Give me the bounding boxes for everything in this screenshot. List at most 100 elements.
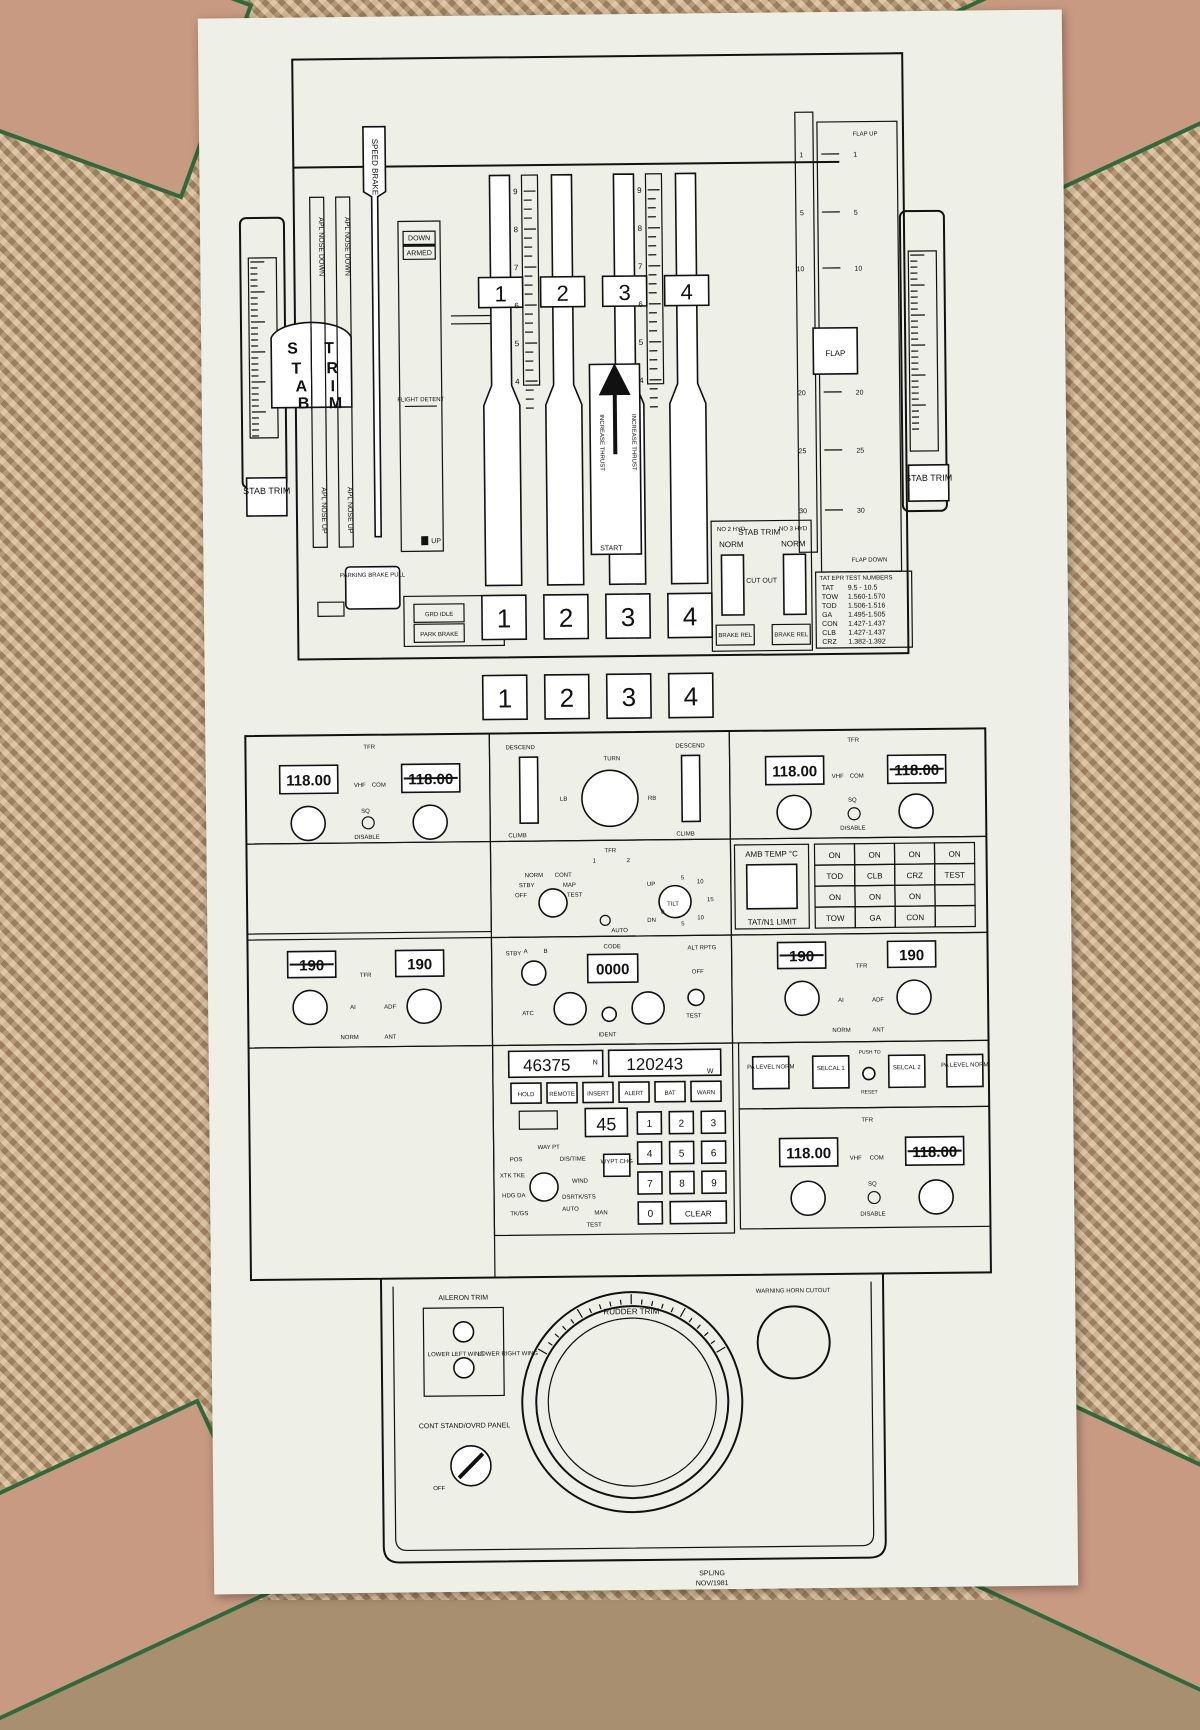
pa-level-button-right[interactable] [947, 1054, 983, 1086]
wypt-chg-label: WYPT CHG [601, 1159, 634, 1165]
tat-row-value: 9.5 - 10.5 [848, 584, 878, 591]
radar-gain-knob[interactable] [600, 915, 610, 925]
rudder-trim[interactable]: RUDDER TRIM [521, 1291, 743, 1513]
stab-trim-indicator-right: STAB TRIM [900, 211, 953, 512]
ins-keypad-label: 9 [711, 1178, 717, 1189]
flap-mark: 20 [798, 390, 806, 397]
ins-selector-label: XTK TKE [500, 1173, 525, 1179]
flap-down-label: FLAP DOWN [852, 557, 888, 563]
latitude-display: 46375 [523, 1056, 570, 1075]
increase-thrust-label: INCREASE THRUST [630, 414, 637, 471]
amb-temp-selector[interactable] [747, 864, 797, 909]
squelch-switch[interactable] [848, 808, 860, 820]
thrust-lever-2[interactable]: 222 [539, 175, 589, 719]
ins-data-selector[interactable] [530, 1173, 558, 1201]
amb-grid-cell[interactable]: ON [909, 892, 921, 901]
vhf-tuning-knob-right[interactable] [413, 805, 447, 839]
squelch-switch[interactable] [362, 817, 374, 829]
adf-knob-right[interactable] [407, 989, 441, 1023]
ident-button[interactable] [602, 1007, 616, 1021]
vhf-tuning-knob-left[interactable] [291, 806, 325, 840]
amb-grid-cell[interactable]: ON [869, 850, 881, 859]
com-label: COM [372, 783, 386, 789]
lever-number: 4 [684, 681, 699, 711]
amb-grid-cell[interactable]: CLB [867, 871, 883, 880]
parking-brake-label[interactable]: PARKING BRAKE PULL [340, 572, 406, 579]
selcal-panel: PA LEVEL NORM SELCAL 1 PUSH TO RESET SEL… [739, 1040, 990, 1109]
pa-level-button-left[interactable] [753, 1056, 789, 1088]
adf-knob-left[interactable] [785, 981, 819, 1015]
ins-key-label: HOLD [518, 1092, 535, 1098]
speed-brake-lever[interactable]: SPEED BRAKE [363, 127, 389, 537]
lever-number: 1 [497, 603, 512, 633]
ins-selector-label: WIND [572, 1179, 589, 1185]
amb-grid-cell[interactable]: TEST [945, 871, 966, 880]
thrust-lever-1[interactable]: 111 [477, 175, 527, 719]
tat-row-label: GA [822, 612, 833, 619]
adf-knob-left[interactable] [293, 990, 327, 1024]
atc-transponder-panel: CODE 0000 STBY A B ALT RPTG OFF IDENT AT… [491, 935, 732, 1046]
adf-right: 190 190 TFR AI NORM ADF ANT [731, 932, 988, 1043]
flap-mark: 25 [799, 448, 807, 455]
climb-label: CLIMB [508, 833, 526, 839]
amb-grid-cell[interactable]: CON [906, 913, 924, 922]
no3-hyd-switch[interactable] [783, 554, 806, 614]
vhf-tuning-knob-left[interactable] [777, 795, 811, 829]
atc-code-knob-right[interactable] [632, 992, 664, 1024]
aft-pedestal: AILERON TRIM LOWER LEFT WING LOWER RIGHT… [381, 1273, 886, 1590]
stby-label: STBY [519, 883, 535, 889]
amb-grid-cell[interactable]: ON [869, 892, 881, 901]
tfr-label: TFR [856, 964, 868, 970]
scale-number: 9 [513, 187, 518, 196]
pitch-wheel-right[interactable] [682, 755, 701, 821]
no2-hyd-switch[interactable] [721, 555, 744, 615]
lower-left-wing-label: LOWER LEFT WING [428, 1352, 485, 1359]
latitude-hemisphere: N [593, 1059, 598, 1066]
turn-knob[interactable] [582, 770, 639, 827]
speedbrake-armed-label: ARMED [407, 250, 432, 257]
stab-trim-wheel-letter: S [287, 341, 298, 358]
test-button[interactable] [688, 989, 704, 1005]
vhf-tuning-knob-left[interactable] [791, 1181, 825, 1215]
amb-grid-cell[interactable]: TOD [826, 872, 843, 881]
adf-knob-right[interactable] [897, 980, 931, 1014]
park-brake-label: PARK BRAKE [420, 632, 458, 638]
cont-label: CONT [555, 873, 572, 879]
radar-mode-selector[interactable] [539, 889, 567, 917]
amb-grid-cell[interactable]: ON [949, 850, 961, 859]
squelch-switch[interactable] [868, 1191, 880, 1203]
ins-keypad-label: 5 [679, 1149, 685, 1160]
ins-keypad-label: 1 [647, 1119, 653, 1130]
amb-grid-cell[interactable]: GA [869, 913, 881, 922]
ant-label: ANT [384, 1035, 396, 1041]
vhf-tuning-knob-right[interactable] [919, 1180, 953, 1214]
vhf-tuning-knob-right[interactable] [899, 794, 933, 828]
tfr-label: TFR [861, 1118, 873, 1124]
lb-label: LB [560, 797, 567, 803]
tat-row-label: TOD [822, 603, 837, 610]
flap-up-label: FLAP UP [853, 131, 878, 137]
ins-keypad-label: 7 [647, 1179, 653, 1190]
flap-mark: 10 [797, 266, 805, 273]
aileron-trim-switch-upper[interactable] [453, 1322, 473, 1342]
amb-grid-cell[interactable]: ON [829, 851, 841, 860]
dn-label: DN [647, 918, 656, 924]
amb-grid-cell[interactable]: CRZ [907, 871, 924, 880]
amb-grid-cell[interactable]: TOW [826, 914, 845, 923]
tat-row-value: 1.506-1.516 [848, 602, 886, 609]
ins-selector-label: MAN [594, 1210, 607, 1216]
aileron-trim-switch-lower[interactable] [454, 1358, 474, 1378]
thrust-lever-4[interactable]: 444 [663, 173, 713, 717]
tilt-scale-number: 10 [697, 879, 704, 885]
atc-code-knob-left[interactable] [554, 993, 586, 1025]
selcal-reset-button[interactable] [863, 1068, 875, 1080]
amb-grid-cell[interactable]: ON [909, 850, 921, 859]
amb-grid-cell[interactable]: ON [829, 893, 841, 902]
pitch-wheel-left[interactable] [520, 757, 539, 823]
from-to-switch[interactable] [519, 1111, 557, 1129]
warning-horn-cutout-button[interactable] [757, 1306, 830, 1379]
autopilot-turn-panel: DESCEND DESCEND CLIMB CLIMB TURN LB RB [489, 731, 730, 842]
flap-mark: 30 [799, 508, 807, 515]
atc-mode-selector[interactable] [522, 961, 546, 985]
